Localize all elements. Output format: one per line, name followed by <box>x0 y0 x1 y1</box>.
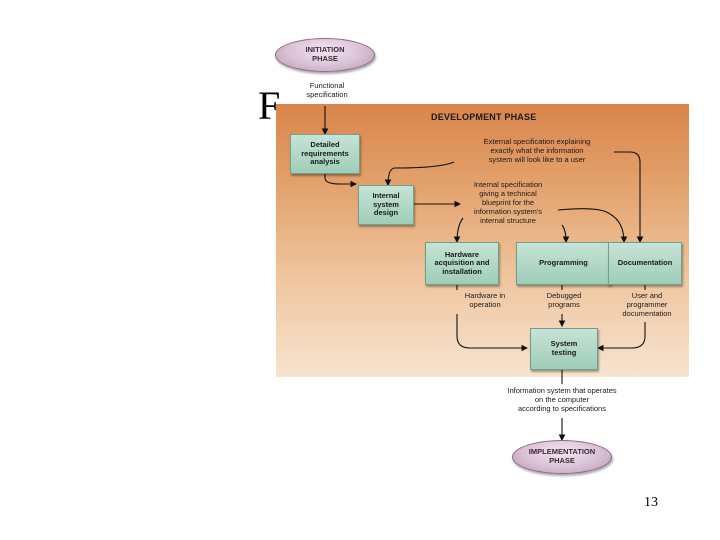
arrow-external-spec-to-documentation <box>614 151 644 244</box>
user-programmer-documentation-label: User and programmer documentation <box>622 291 672 318</box>
internal-system-design-box: Internal system design <box>358 185 414 225</box>
programming-box: Programming <box>516 242 611 285</box>
internal-specification-label: Internal specification giving a technica… <box>473 180 543 225</box>
hardware-acquisition-box: Hardware acquisition and installation <box>425 242 499 285</box>
arrow-internal-spec-to-documentation <box>557 208 628 244</box>
implementation-phase-node: IMPLEMENTATION PHASE <box>512 440 612 474</box>
external-specification-label: External specification explaining exactl… <box>483 137 591 164</box>
page-number: 13 <box>644 495 658 510</box>
arrow-external-spec-to-design <box>384 161 455 187</box>
functional-specification-label: Functional specification <box>306 81 348 99</box>
information-system-output-label: Information system that operates on the … <box>507 386 617 413</box>
initiation-phase-node: INITIATION PHASE <box>275 38 375 72</box>
slide-title-fragment: F <box>258 83 281 128</box>
system-testing-box: System testing <box>530 328 598 370</box>
arrow-requirements-to-design <box>324 172 358 188</box>
hardware-in-operation-label: Hardware in operation <box>464 291 506 309</box>
development-phase-title: DEVELOPMENT PHASE <box>431 112 537 122</box>
arrow-internal-spec-to-programming <box>561 224 570 244</box>
documentation-box: Documentation <box>608 242 682 285</box>
debugged-programs-label: Debugged programs <box>546 291 582 309</box>
arrow-internal-spec-to-hardware <box>453 217 464 244</box>
detailed-requirements-analysis-box: Detailed requirements analysis <box>290 134 360 174</box>
